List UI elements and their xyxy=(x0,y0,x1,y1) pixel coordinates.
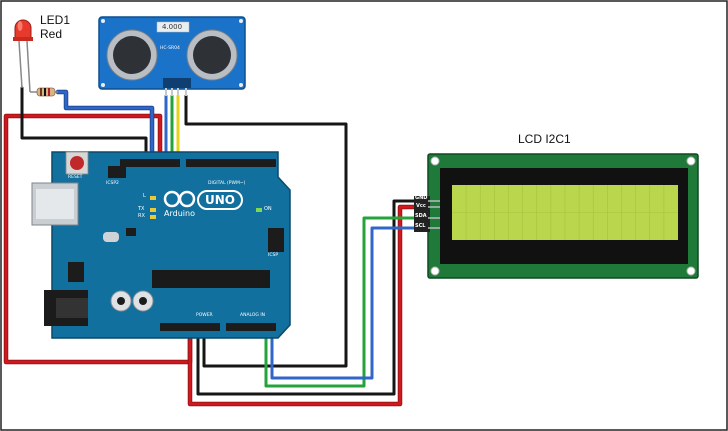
sensor-hole xyxy=(239,83,243,87)
arduino-board xyxy=(31,151,291,339)
lcd-pin-label-sda: SDA xyxy=(415,213,427,219)
wire-black-sensor-gnd xyxy=(184,94,348,368)
icsp-label: ICSP xyxy=(268,253,279,258)
power-jack-inner xyxy=(56,298,88,318)
analog-label: ANALOG IN xyxy=(240,313,266,318)
sensor-transducer-left-mesh xyxy=(113,36,151,74)
wire-blue-lcd-scl xyxy=(270,226,430,380)
led-leg-anode xyxy=(26,40,31,93)
sensor-pin-header xyxy=(163,78,191,88)
uno-model-label: UNO xyxy=(205,193,235,207)
arduino-pcb xyxy=(51,151,291,339)
usb-port-inner xyxy=(36,189,74,219)
atmega-chip xyxy=(152,270,270,288)
led-rim xyxy=(13,37,33,41)
led-body xyxy=(14,19,32,39)
rx-led xyxy=(150,215,156,219)
reset-button-cap xyxy=(70,156,84,170)
l-led-label: L xyxy=(143,193,146,199)
lcd-hole xyxy=(686,266,696,276)
lcd-pin-label-gnd: GND xyxy=(415,195,428,201)
digital-header-left xyxy=(120,159,180,167)
sensor-model-label: HC-SR04 xyxy=(160,46,180,51)
rx-label: RX xyxy=(138,213,145,219)
lcd-char-grid xyxy=(452,185,678,240)
sensor-hole xyxy=(101,83,105,87)
lcd-pin-label-vcc: Vcc xyxy=(416,203,426,209)
led-name-label: LED1 xyxy=(40,13,71,27)
capacitor-top xyxy=(117,297,125,305)
uno-badge xyxy=(197,190,243,210)
wire-black-lcd-gnd xyxy=(196,199,430,396)
tx-label: TX xyxy=(138,206,145,212)
arduino-logo-text: Arduino xyxy=(164,209,195,218)
sensor-transducer-right-mesh xyxy=(193,36,231,74)
wire-green-lcd-sda xyxy=(264,216,430,388)
power-label: POWER xyxy=(196,313,213,318)
l-led xyxy=(150,196,156,200)
lcd-i2c-header xyxy=(414,196,430,232)
lcd-title-label: LCD I2C1 xyxy=(518,132,571,146)
capacitor-top xyxy=(139,297,147,305)
led-leg-cathode xyxy=(18,40,23,89)
analog-header xyxy=(226,323,276,331)
icsp-header xyxy=(268,228,284,252)
wire-blue-led-signal-inner xyxy=(56,90,154,167)
lcd-hole xyxy=(430,156,440,166)
digital-header-right xyxy=(186,159,276,167)
reset-label: RESET xyxy=(68,175,83,180)
small-ic xyxy=(126,228,136,236)
wire-red-lcd-vcc xyxy=(188,205,430,406)
voltage-regulator xyxy=(68,262,84,282)
resistor-band-2 xyxy=(44,88,46,96)
led-highlight xyxy=(17,21,23,31)
lcd-pin-label-scl: SCL xyxy=(415,223,426,229)
lcd-hole xyxy=(686,156,696,166)
icsp2-label: ICSP2 xyxy=(106,181,119,186)
sensor-hole xyxy=(239,19,243,23)
icsp2-header xyxy=(108,166,126,178)
led-component xyxy=(13,19,58,97)
lcd-hole xyxy=(430,266,440,276)
power-header xyxy=(160,323,220,331)
sensor-hole xyxy=(101,19,105,23)
digital-label: DIGITAL (PWM~) xyxy=(208,181,246,186)
sensor-crystal xyxy=(156,21,190,33)
arduino-logo-mark xyxy=(163,190,196,208)
on-label: ON xyxy=(264,206,272,212)
lcd-module xyxy=(414,153,699,279)
ultrasonic-sensor xyxy=(98,16,246,96)
tx-led xyxy=(150,208,156,212)
resistor-band-3 xyxy=(48,88,50,96)
on-led xyxy=(256,208,262,212)
led-color-label: Red xyxy=(40,27,63,41)
sensor-display-text: 4.000 xyxy=(162,23,183,31)
arduino-crystal xyxy=(103,232,119,242)
resistor-band-1 xyxy=(40,88,42,96)
